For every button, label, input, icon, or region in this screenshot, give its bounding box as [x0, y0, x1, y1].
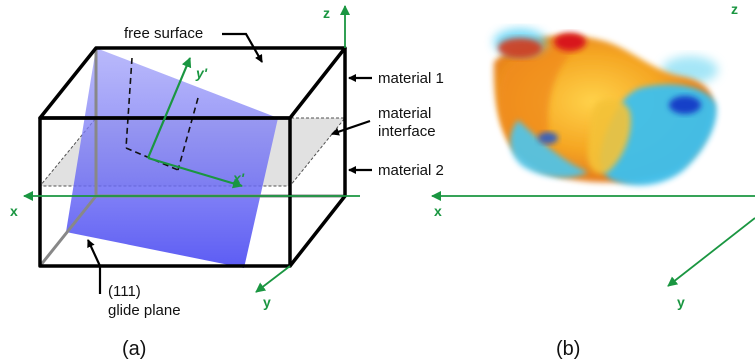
- caption-b: (b): [556, 338, 580, 360]
- x-axis-label-a: x: [10, 203, 18, 219]
- y-prime-label: y': [195, 65, 208, 81]
- material-2-label: material 2: [378, 162, 444, 179]
- glide-plane: [66, 48, 278, 268]
- box-hidden-edge: [38, 195, 98, 267]
- panel-a: free surface material 1 material interfa…: [10, 5, 444, 360]
- x-prime-axis: [147, 156, 243, 189]
- z-axis-label-a: z: [323, 5, 330, 21]
- material-interface-label-2: interface: [378, 123, 436, 140]
- y-axis-b: [667, 217, 755, 287]
- y-prime-axis: [146, 57, 192, 159]
- y-axis-label-b: y: [677, 294, 685, 310]
- dislocation-loop-render: [493, 29, 718, 186]
- free-surface-arrow: [222, 32, 263, 63]
- glide-plane-label-1: (111): [108, 283, 141, 300]
- material-interface-label-1: material: [378, 105, 431, 122]
- caption-a: (a): [122, 338, 146, 360]
- z-axis-label-b: z: [731, 1, 738, 17]
- x-axis-label-b: x: [434, 203, 442, 219]
- material-interface-arrow: [331, 119, 371, 136]
- y-axis-a: [255, 265, 291, 293]
- free-surface-label: free surface: [124, 25, 203, 42]
- panel-b: x y z (b): [431, 1, 755, 360]
- x-prime-label: x': [232, 170, 245, 186]
- glide-dashed-line: [177, 97, 199, 171]
- glide-plane-arrow: [87, 239, 102, 294]
- y-axis-label-a: y: [263, 294, 271, 310]
- material-1-label: material 1: [378, 70, 444, 87]
- glide-plane-label-2: glide plane: [108, 302, 181, 319]
- glide-dashed-line: [125, 57, 133, 149]
